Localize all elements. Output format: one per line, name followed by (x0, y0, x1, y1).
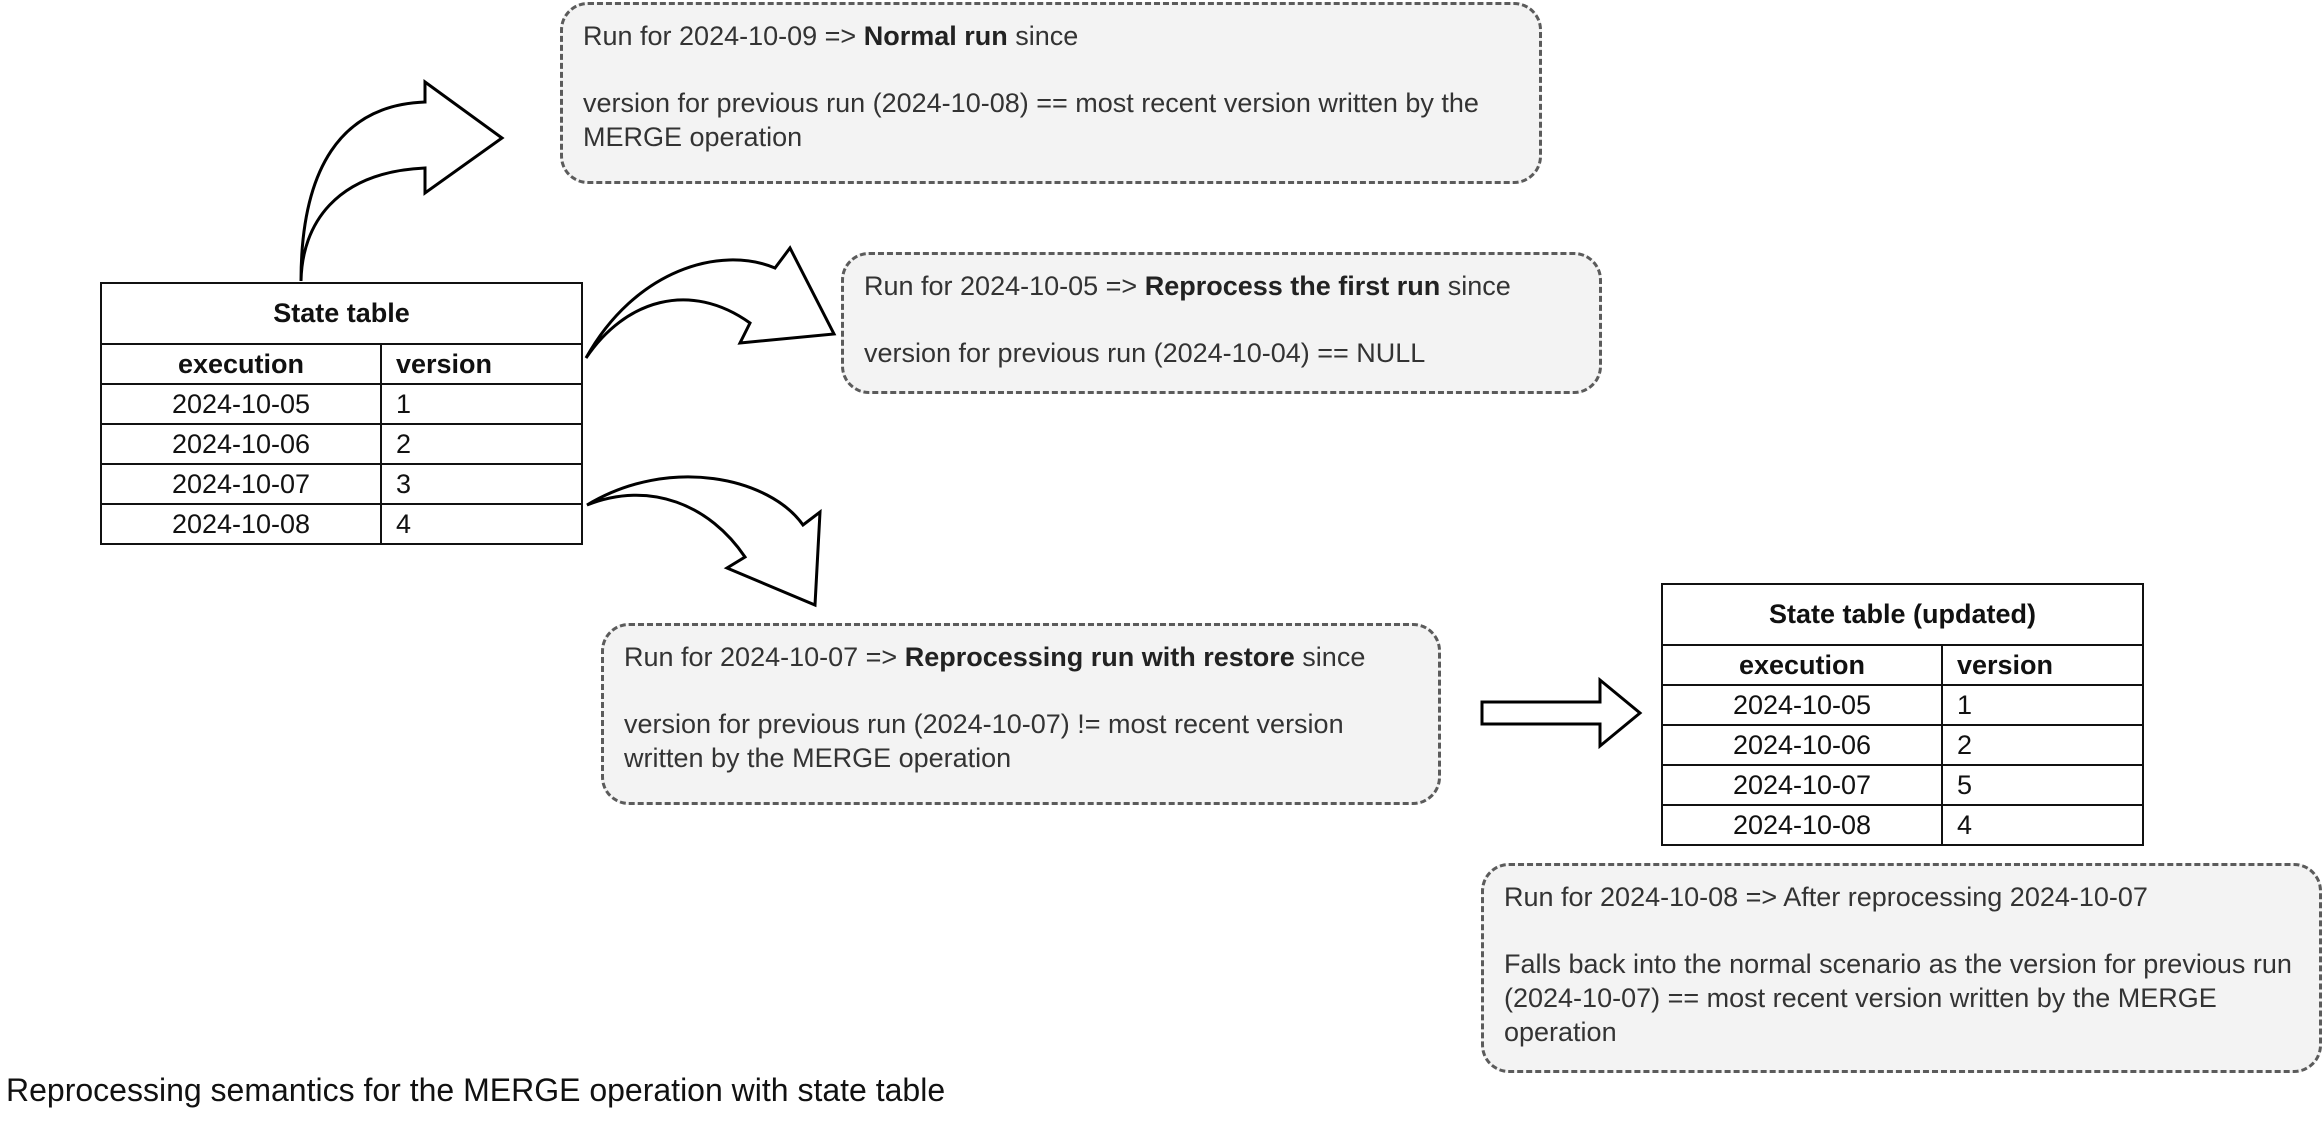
updated-table-version-cell: 4 (1941, 804, 2144, 846)
curved-arrow-normal (299, 79, 505, 282)
updated-table-execution-cell: 2024-10-07 (1661, 764, 1943, 806)
table-row: 2024-10-05 1 (100, 383, 584, 425)
state-table-execution-cell: 2024-10-07 (100, 463, 382, 505)
curved-arrow-restore (586, 475, 822, 608)
note-normal-bold: Normal run (863, 21, 1008, 51)
note-normal-suffix: since (1007, 21, 1079, 51)
updated-table-version-cell: 5 (1941, 764, 2144, 806)
note-normal-body: version for previous run (2024-10-08) ==… (583, 88, 1479, 152)
table-row: 2024-10-08 4 (100, 503, 584, 545)
note-restore-body: version for previous run (2024-10-07) !=… (624, 709, 1344, 773)
note-restore-heading: Run for 2024-10-07 => Reprocessing run w… (624, 640, 1418, 674)
state-table-version-cell: 4 (379, 503, 584, 545)
note-restore-bold: Reprocessing run with restore (904, 642, 1295, 672)
state-table-version-cell: 1 (379, 383, 584, 425)
note-first-heading: Run for 2024-10-05 => Reprocess the firs… (864, 269, 1579, 303)
note-after-reprocessing: Run for 2024-10-08 => After reprocessing… (1481, 863, 2322, 1073)
updated-table-execution-cell: 2024-10-06 (1661, 724, 1943, 766)
state-table-header-version: version (379, 343, 584, 385)
updated-table-version-cell: 2 (1941, 724, 2144, 766)
note-after-body: Falls back into the normal scenario as t… (1504, 949, 2292, 1047)
table-row: 2024-10-07 5 (1661, 764, 2144, 806)
state-table-header-execution: execution (100, 343, 382, 385)
note-normal-prefix: Run for 2024-10-09 => (583, 21, 864, 51)
note-after-heading: Run for 2024-10-08 => After reprocessing… (1504, 882, 2148, 912)
note-first-run: Run for 2024-10-05 => Reprocess the firs… (841, 252, 1602, 394)
state-table-execution-cell: 2024-10-08 (100, 503, 382, 545)
updated-table-header-version: version (1941, 644, 2144, 686)
note-first-body: version for previous run (2024-10-04) ==… (864, 338, 1426, 368)
state-table-execution-cell: 2024-10-05 (100, 383, 382, 425)
state-table-execution-cell: 2024-10-06 (100, 423, 382, 465)
table-row: 2024-10-07 3 (100, 463, 584, 505)
note-normal-run: Run for 2024-10-09 => Normal run since v… (560, 2, 1542, 184)
table-row: 2024-10-06 2 (100, 423, 584, 465)
note-first-prefix: Run for 2024-10-05 => (864, 271, 1145, 301)
note-normal-heading: Run for 2024-10-09 => Normal run since (583, 19, 1519, 53)
state-table-version-cell: 2 (379, 423, 584, 465)
state-table: State table execution version 2024-10-05… (99, 282, 584, 545)
updated-table-title: State table (updated) (1661, 583, 2144, 646)
updated-table-version-cell: 1 (1941, 684, 2144, 726)
block-arrow-right (1480, 676, 1643, 750)
table-row: 2024-10-05 1 (1661, 684, 2144, 726)
note-restore-run: Run for 2024-10-07 => Reprocessing run w… (601, 623, 1441, 805)
note-restore-prefix: Run for 2024-10-07 => (624, 642, 905, 672)
updated-state-table: State table (updated) execution version … (1661, 583, 2144, 846)
table-row: 2024-10-08 4 (1661, 804, 2144, 846)
table-row: 2024-10-06 2 (1661, 724, 2144, 766)
updated-table-execution-cell: 2024-10-08 (1661, 804, 1943, 846)
note-restore-suffix: since (1294, 642, 1366, 672)
diagram-caption: Reprocessing semantics for the MERGE ope… (6, 1072, 946, 1108)
updated-table-execution-cell: 2024-10-05 (1661, 684, 1943, 726)
note-first-bold: Reprocess the first run (1144, 271, 1441, 301)
note-first-suffix: since (1440, 271, 1511, 301)
updated-table-header-execution: execution (1661, 644, 1943, 686)
state-table-title: State table (99, 282, 584, 345)
state-table-version-cell: 3 (379, 463, 584, 505)
curved-arrow-first (584, 245, 837, 359)
